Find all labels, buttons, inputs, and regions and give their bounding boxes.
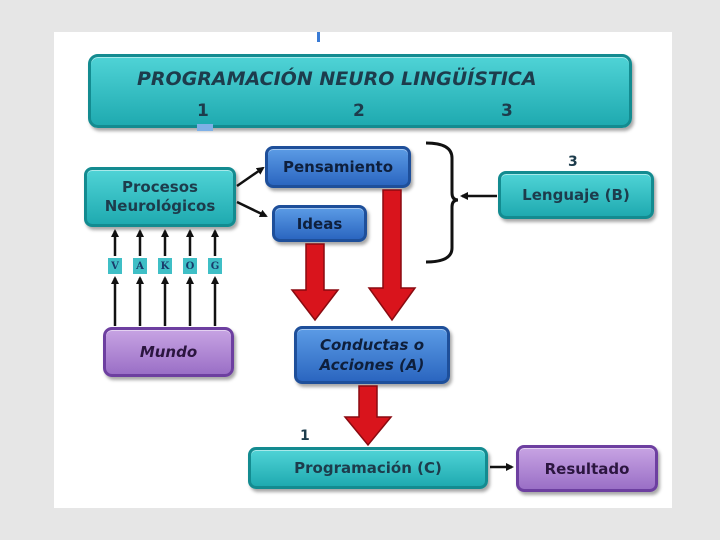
programacion-number: 1 — [300, 428, 310, 444]
sense-arrows — [111, 229, 219, 326]
red-arrow-ideas-conductas — [290, 243, 340, 322]
node-mundo: Mundo — [103, 327, 234, 377]
sense-g: G — [208, 258, 222, 274]
bracket — [425, 141, 459, 264]
sense-o: O — [183, 258, 197, 274]
title-number-2: 2 — [353, 101, 365, 121]
red-arrow-pensamiento-conductas — [367, 189, 417, 322]
top-tick — [317, 32, 320, 42]
sense-v: V — [108, 258, 122, 274]
node-ideas: Ideas — [272, 205, 367, 242]
node-procesos-neurologicos: Procesos Neurológicos — [84, 167, 236, 227]
node-conductas-acciones: Conductas o Acciones (A) — [294, 326, 450, 384]
number-underline — [197, 124, 213, 131]
arrow-procesos-ideas — [236, 200, 268, 218]
title-number-1: 1 — [197, 101, 209, 121]
node-programacion: Programación (C) — [248, 447, 488, 489]
title-banner: PROGRAMACIÓN NEURO LINGÜÍSTICA 1 2 3 — [88, 54, 632, 128]
title-number-3: 3 — [501, 101, 513, 121]
node-lenguaje: Lenguaje (B) — [498, 171, 654, 219]
sense-a: A — [133, 258, 147, 274]
node-resultado: Resultado — [516, 445, 658, 492]
red-arrow-conductas-programacion — [343, 385, 393, 447]
diagram-title: PROGRAMACIÓN NEURO LINGÜÍSTICA — [137, 68, 537, 90]
sense-k: K — [158, 258, 172, 274]
arrow-procesos-pensamiento — [236, 166, 265, 188]
node-pensamiento: Pensamiento — [265, 146, 411, 188]
lenguaje-number: 3 — [568, 154, 578, 170]
